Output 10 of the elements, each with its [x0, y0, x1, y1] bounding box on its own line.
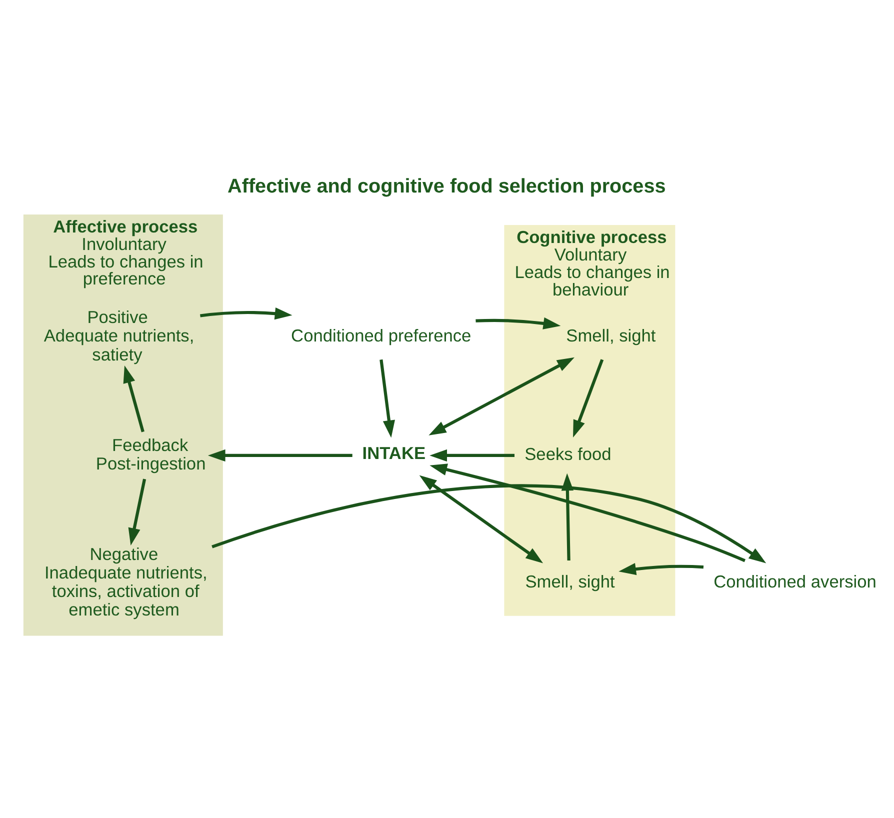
node-text: Conditioned preference — [290, 326, 471, 346]
node-text: Smell, sight — [566, 326, 656, 346]
node-text: Positive Adequate nutrients, satiety — [43, 307, 194, 364]
node-text: Feedback Post-ingestion — [95, 434, 206, 474]
node-text: Seeks food — [524, 444, 611, 464]
diagram-title: Affective and cognitive food selection process — [227, 176, 666, 198]
node-text: INTAKE — [362, 442, 426, 463]
node-text: Smell, sight — [524, 572, 614, 592]
node-text: Conditioned aversion — [713, 572, 876, 592]
node-text: Negative Inadequate nutrients, toxins, activation of emetic system — [44, 544, 207, 620]
